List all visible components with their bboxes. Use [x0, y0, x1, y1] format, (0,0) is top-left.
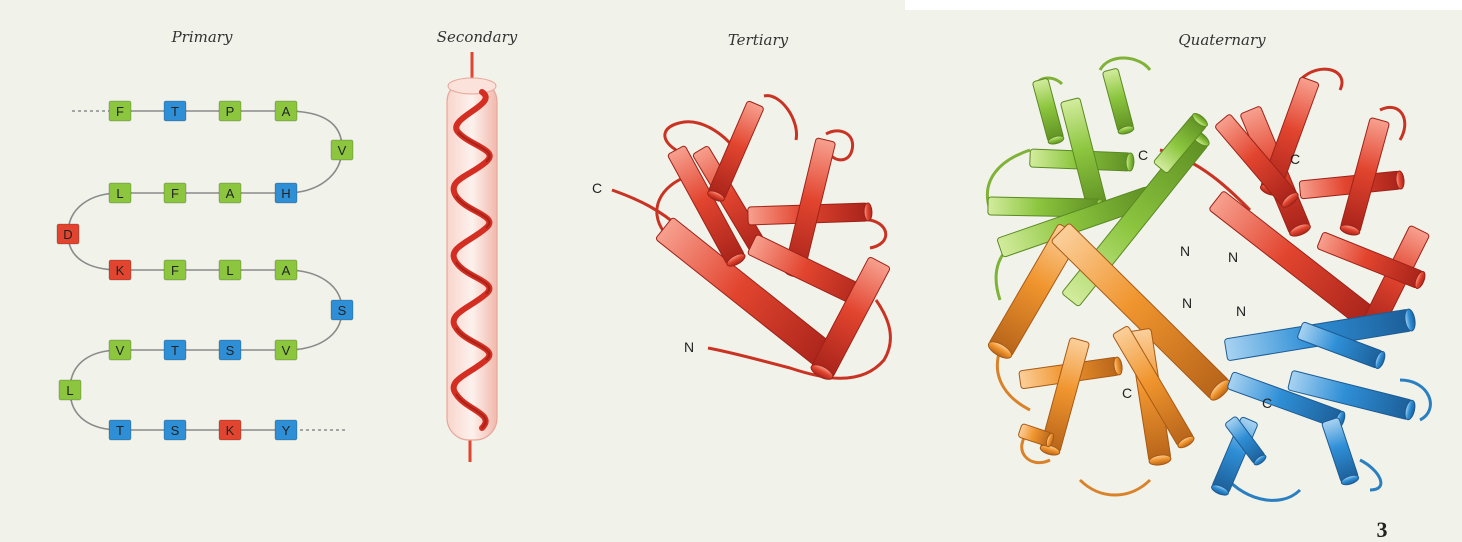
secondary-title: Secondary: [437, 28, 518, 46]
residue-letter: P: [226, 104, 235, 119]
alpha-helix: [447, 52, 497, 462]
tertiary-title: Tertiary: [728, 31, 789, 49]
residue-letter: A: [282, 104, 291, 119]
residue-letter: T: [116, 423, 124, 438]
residue-letter: F: [116, 104, 124, 119]
residue-box: S: [219, 340, 241, 360]
quaternary-c-terminus: C: [1290, 151, 1300, 167]
residue-letter: L: [66, 383, 73, 398]
quaternary-title: Quaternary: [1178, 31, 1266, 49]
residue-letter: V: [116, 343, 125, 358]
residue-box: Y: [275, 420, 297, 440]
residue-box: K: [219, 420, 241, 440]
residue-box: F: [109, 101, 131, 121]
residue-letter: A: [226, 186, 235, 201]
residue-letter: H: [281, 186, 290, 201]
residue-box: V: [331, 140, 353, 160]
residue-letter: S: [171, 423, 180, 438]
residue-box: L: [59, 380, 81, 400]
tertiary-n-terminus: N: [684, 339, 694, 355]
residue-box: S: [331, 300, 353, 320]
residue-letter: K: [116, 263, 125, 278]
residue-letter: Y: [282, 423, 291, 438]
residue-letter: T: [171, 343, 179, 358]
residue-box: A: [219, 183, 241, 203]
residue-box: F: [164, 183, 186, 203]
tertiary-c-terminus: C: [592, 180, 602, 196]
quaternary-n-terminus: N: [1228, 249, 1238, 265]
residue-letter: L: [226, 263, 233, 278]
residue-box: K: [109, 260, 131, 280]
residue-box: A: [275, 101, 297, 121]
residue-letter: D: [63, 227, 72, 242]
residue-letter: S: [338, 303, 347, 318]
page-number: 3: [1377, 517, 1388, 542]
top-margin: [905, 0, 1462, 10]
residue-box: V: [109, 340, 131, 360]
quaternary-n-terminus: N: [1182, 295, 1192, 311]
residue-box: V: [275, 340, 297, 360]
residue-letter: V: [338, 143, 347, 158]
residue-letter: K: [226, 423, 235, 438]
residue-letter: F: [171, 186, 179, 201]
residue-box: L: [109, 183, 131, 203]
residue-box: P: [219, 101, 241, 121]
residue-box: A: [275, 260, 297, 280]
residue-box: T: [164, 101, 186, 121]
quaternary-n-terminus: N: [1180, 243, 1190, 259]
residue-box: T: [109, 420, 131, 440]
residue-box: L: [219, 260, 241, 280]
residue-letter: T: [171, 104, 179, 119]
primary-title: Primary: [171, 28, 233, 46]
residue-letter: A: [282, 263, 291, 278]
residue-box: T: [164, 340, 186, 360]
residue-box: S: [164, 420, 186, 440]
residue-letter: L: [116, 186, 123, 201]
quaternary-c-terminus: C: [1122, 385, 1132, 401]
residue-letter: V: [282, 343, 291, 358]
residue-letter: S: [226, 343, 235, 358]
quaternary-n-terminus: N: [1236, 303, 1246, 319]
quaternary-c-terminus: C: [1262, 395, 1272, 411]
residue-box: D: [57, 224, 79, 244]
residue-letter: F: [171, 263, 179, 278]
residue-box: F: [164, 260, 186, 280]
quaternary-c-terminus: C: [1138, 147, 1148, 163]
residue-box: H: [275, 183, 297, 203]
